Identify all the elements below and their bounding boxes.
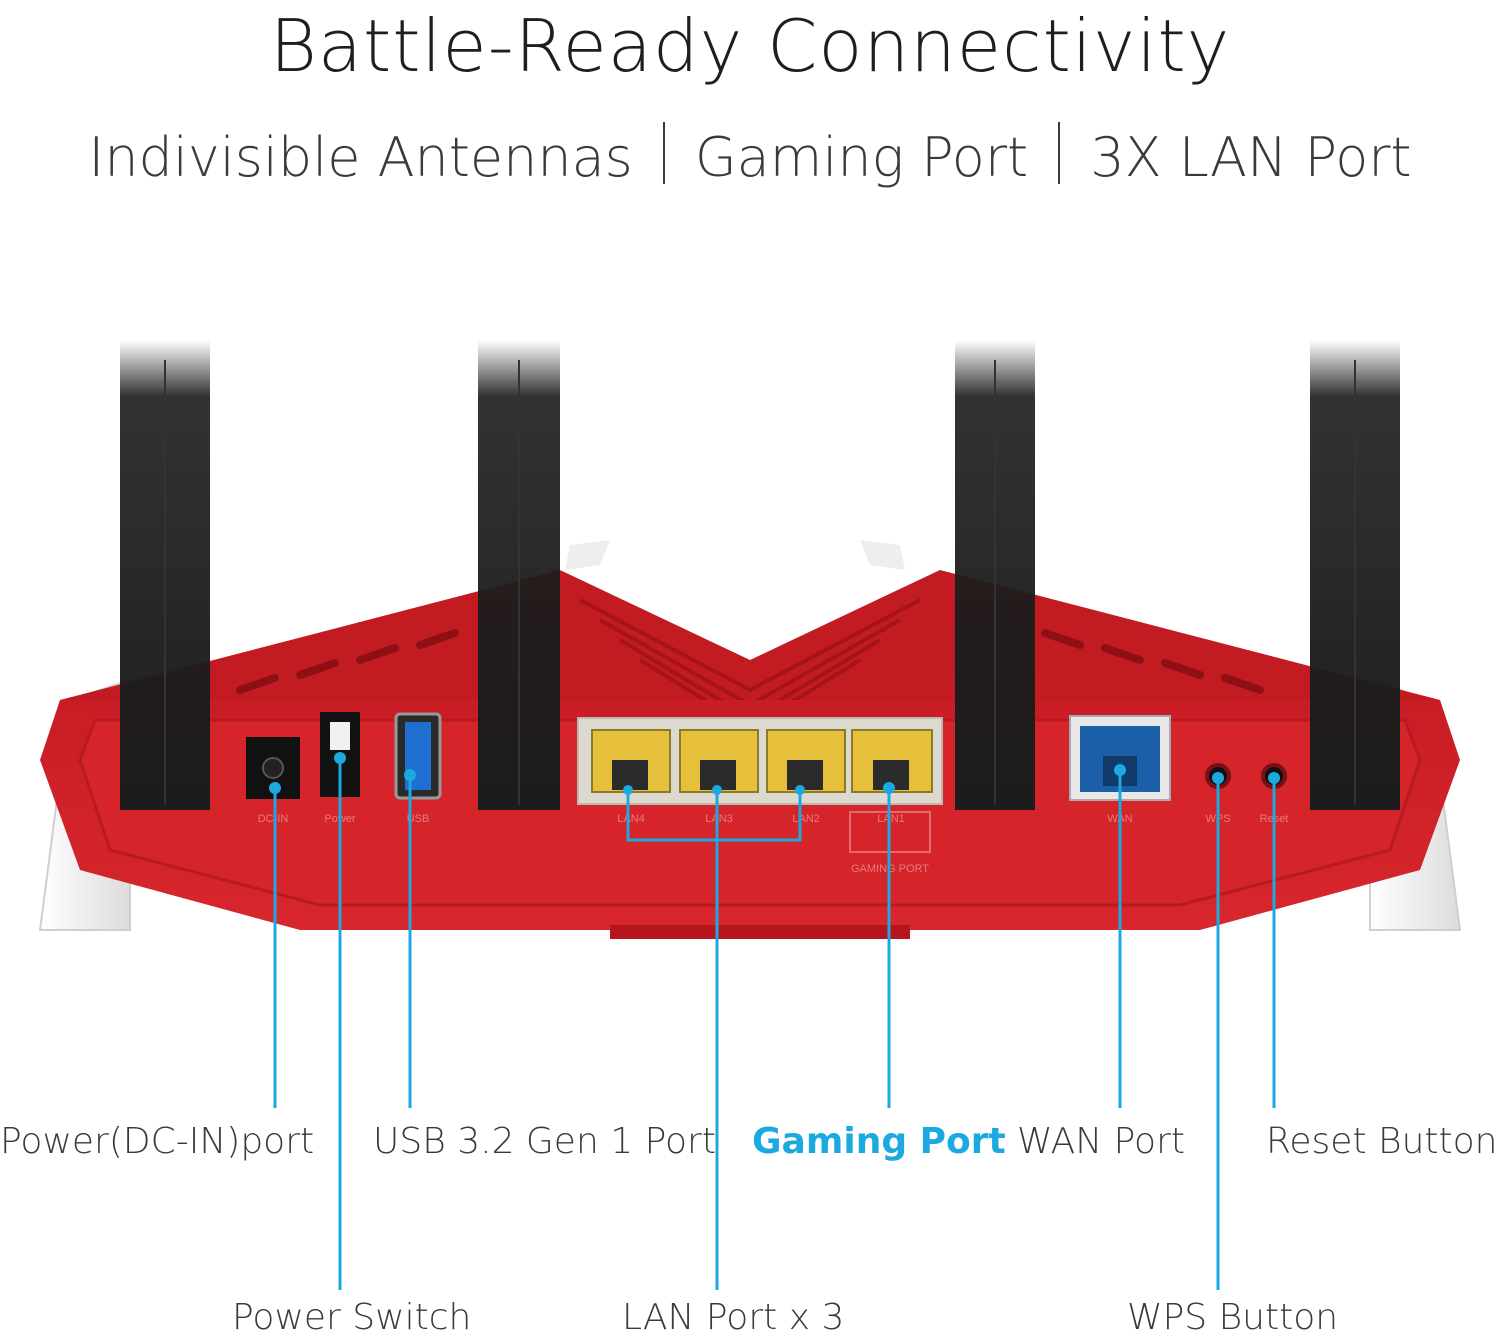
callout-power-switch: Power Switch — [232, 1297, 472, 1338]
separator — [662, 122, 665, 184]
top-shell-right — [860, 540, 905, 570]
lan-ports — [591, 729, 933, 793]
page-title: Battle-Ready Connectivity — [269, 4, 1231, 88]
callout-lan: LAN Port x 3 — [622, 1297, 845, 1338]
callout-reset: Reset Button — [1266, 1121, 1498, 1162]
port-label: LAN3 — [705, 813, 733, 825]
callout-dots — [269, 752, 1280, 795]
callout-lines — [273, 758, 1276, 1290]
line-lan — [626, 790, 802, 842]
separator — [1058, 122, 1061, 184]
vent-slots — [236, 629, 1264, 694]
callout-gaming-port: Gaming Port — [752, 1121, 1006, 1162]
port-label: LAN4 — [617, 813, 645, 825]
port-label: LAN1 — [877, 813, 905, 825]
callout-wan: WAN Port — [1017, 1121, 1185, 1162]
feature-gaming-port: Gaming Port — [694, 126, 1029, 189]
port-label: DC-IN — [258, 813, 289, 825]
feature-lan-ports: 3X LAN Port — [1090, 126, 1412, 189]
port-label: USB — [407, 813, 430, 825]
feature-list: Indivisible Antennas Gaming Port 3X LAN Po… — [0, 118, 1500, 198]
port-label: LAN2 — [792, 813, 820, 825]
callout-usb: USB 3.2 Gen 1 Port — [373, 1121, 716, 1162]
top-shell-left — [565, 540, 610, 570]
callout-power-dc-in: Power(DC-IN)port — [0, 1121, 315, 1162]
callout-wps: WPS Button — [1127, 1297, 1339, 1338]
feature-antennas: Indivisible Antennas — [88, 126, 633, 189]
router-foot — [610, 925, 910, 939]
